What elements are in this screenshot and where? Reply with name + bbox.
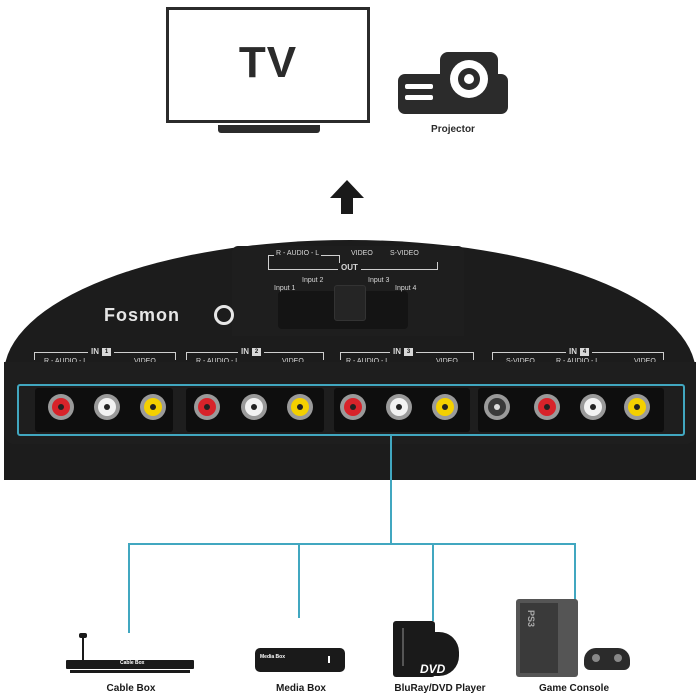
cable-box-icon [66,660,194,669]
input-selector-switch[interactable] [334,285,366,321]
rca-jack-yellow[interactable] [432,394,458,420]
dvd-case-spine [402,628,426,666]
controller-stick-left [592,654,600,662]
source-label-game-console: Game Console [538,683,610,694]
cable-box-antenna-tip [79,633,87,638]
rca-jack-yellow[interactable] [624,394,650,420]
cable-box-device-text: Cable Box [120,660,145,666]
rca-jack-yellow[interactable] [140,394,166,420]
game-controller-icon [584,648,630,670]
svideo-jack[interactable] [484,394,510,420]
dvd-disc-icon [425,632,459,676]
cable-box-antenna [82,637,84,661]
out-video-label: VIDEO [351,250,373,257]
out-audio-label: R - AUDIO - L [274,250,322,257]
projector-vent [405,84,433,89]
connector-line-horizontal [128,543,576,545]
tv-screen-icon [166,7,370,123]
switch-label-input-1: Input 1 [274,285,296,292]
input-jacks-highlight [17,384,685,436]
connector-line-media-box [298,543,300,618]
in-2-video-label: VIDEO [282,358,304,365]
projector-lens-center [464,74,474,84]
connector-line-dvd [432,543,434,621]
in-4-video-label: VIDEO [634,358,656,365]
dvd-logo-text: DVD [420,662,446,676]
out-svideo-label: S-VIDEO [390,250,419,257]
source-label-media-box: Media Box [275,683,326,694]
in-1-audio-label: R - AUDIO - L [44,358,87,365]
tv-label: TV [238,38,298,87]
source-label-dvd-player: BluRay/DVD Player [394,683,486,694]
in-1-video-label: VIDEO [134,358,156,365]
projector-label: Projector [431,124,475,135]
rca-jack-red[interactable] [48,394,74,420]
console-logo-text: PS3 [526,610,536,628]
up-arrow-icon [330,180,364,198]
rca-jack-yellow[interactable] [287,394,313,420]
brand-mark-icon [214,305,234,325]
controller-stick-right [614,654,622,662]
in-3-video-label: VIDEO [436,358,458,365]
up-arrow-shaft [341,197,353,214]
switch-label-input-2: Input 2 [302,277,324,284]
switch-label-input-3: Input 3 [368,277,390,284]
connector-line-console [574,543,576,601]
media-box-led [328,656,330,663]
rca-jack-white[interactable] [580,394,606,420]
rca-jack-white[interactable] [94,394,120,420]
source-label-cable-box: Cable Box [106,683,156,694]
rca-jack-white[interactable] [386,394,412,420]
cable-box-base [70,670,190,673]
brand-logo: Fosmon [104,305,180,325]
rca-jack-white[interactable] [241,394,267,420]
rca-jack-red[interactable] [340,394,366,420]
connector-line-cable-box [128,543,130,633]
media-box-device-text: Media Box [260,654,286,660]
rca-jack-red[interactable] [534,394,560,420]
in-4-svideo-label: S-VIDEO [506,358,535,365]
projector-vent [405,95,433,100]
rca-jack-red[interactable] [194,394,220,420]
in-3-audio-label: R - AUDIO - L [346,358,389,365]
connector-line-vertical [390,436,392,544]
media-box-icon [255,648,345,672]
in-2-audio-label: R - AUDIO - L [196,358,239,365]
tv-stand [218,125,320,133]
game-console-panel [520,603,558,673]
in-4-audio-label: R - AUDIO - L [556,358,599,365]
switch-label-input-4: Input 4 [395,285,417,292]
out-header: OUT [338,263,361,272]
